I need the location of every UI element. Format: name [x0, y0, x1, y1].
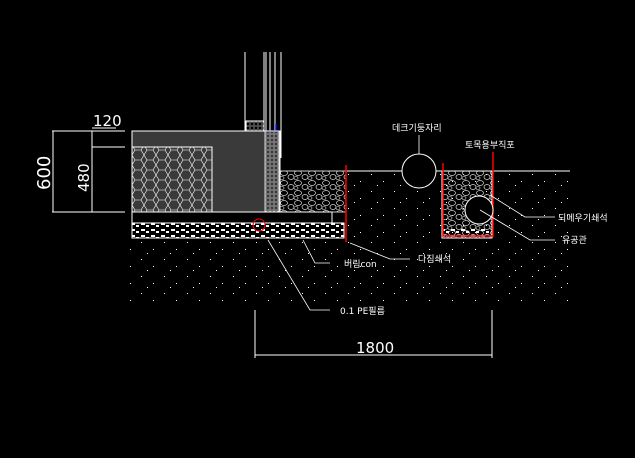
leader-lines — [267, 135, 555, 311]
geotextile-wrap — [442, 152, 494, 237]
trench-base — [443, 227, 491, 237]
dim-600: 600 — [34, 156, 55, 190]
label-compacted-stone: 다짐쇄석 — [418, 254, 451, 265]
dim-120: 120 — [93, 112, 122, 130]
label-geotextile: 토목용부직포 — [465, 140, 515, 151]
lean-concrete-slab — [131, 211, 333, 224]
label-deck-post: 데크기둥자리 — [392, 123, 442, 134]
label-perforated-pipe: 유공관 — [562, 235, 587, 246]
ground-soil — [130, 240, 570, 302]
label-lean-concrete: 버림con — [344, 258, 377, 270]
insulation — [264, 130, 280, 213]
deck-post-circle — [401, 153, 437, 189]
compacted-stone-layer — [131, 222, 345, 239]
perforated-pipe — [464, 195, 494, 225]
label-backfill-stone: 되메우기쇄석 — [558, 213, 608, 224]
crushed-stone-fill — [279, 170, 347, 213]
wall — [244, 52, 282, 158]
dim-1800: 1800 — [356, 339, 394, 357]
dimension-lines — [52, 127, 493, 358]
detail-marker — [252, 218, 266, 232]
dim-480: 480 — [75, 163, 93, 192]
gravel-infill — [131, 146, 213, 213]
label-pe-film: 0.1 PE필름 — [340, 305, 385, 317]
